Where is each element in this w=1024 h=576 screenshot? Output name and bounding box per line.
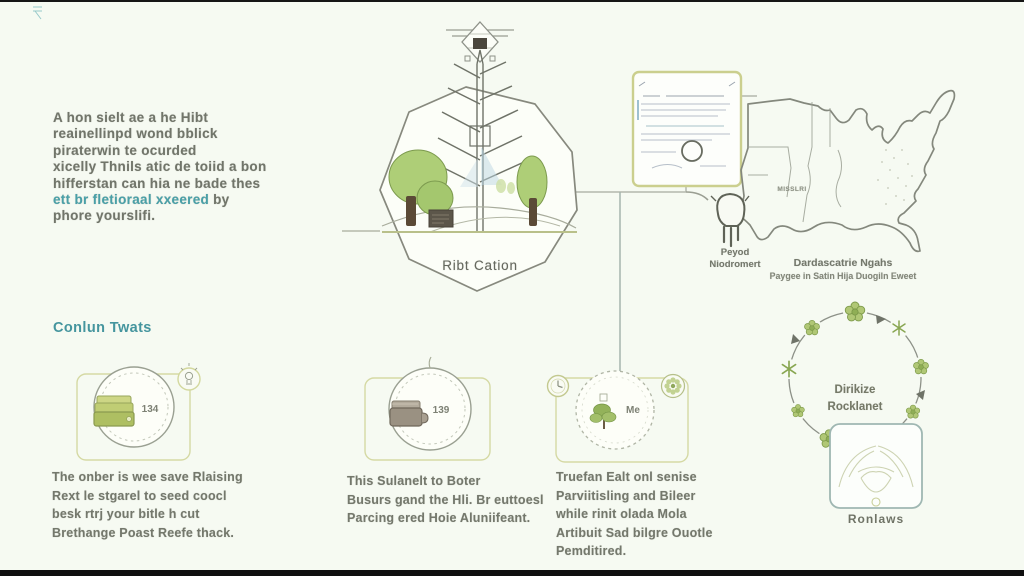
map-left-label-title: Peyod xyxy=(720,247,750,258)
tagged-region-icon xyxy=(710,192,750,248)
map-right-label-subtitle: Paygee in Satin Hija Duogiln Eweet xyxy=(769,271,917,281)
map-left-label-subtitle: Niodromert xyxy=(709,259,761,270)
section-heading: Conlun Twats xyxy=(53,320,152,336)
connector-lines xyxy=(342,29,757,371)
step-1-icon xyxy=(76,363,201,461)
intro-paragraph: A hon sielt ae a he Hibt reainellinpd wo… xyxy=(53,110,353,225)
step-1-value: 134 xyxy=(141,404,159,415)
seasonal-flowers-cycle-icon xyxy=(779,300,931,453)
tree-icon xyxy=(589,393,617,429)
intro-line-tail: by xyxy=(209,192,230,208)
step-2-value: 139 xyxy=(432,405,450,416)
ronlaws-label: Ronlaws xyxy=(847,512,905,526)
antenna-finial-icon xyxy=(461,21,499,63)
us-map-icon xyxy=(739,89,956,253)
intro-line: xicelly Thnils atic de toiid a bon xyxy=(53,159,267,175)
map-texture-dots xyxy=(877,149,913,205)
lightbulb-icon xyxy=(177,363,201,391)
text-line: while rinit olada Mola xyxy=(556,507,687,522)
tree-icon xyxy=(388,149,548,226)
step-3-description: Truefan Ealt onl senise Parviitisling an… xyxy=(556,468,776,561)
radio-tower-icon xyxy=(435,49,525,232)
certificate-document-icon xyxy=(631,70,743,188)
intro-line: piraterwin te ocurded xyxy=(53,142,197,158)
wallet-icon xyxy=(389,400,429,427)
intro-line: hifferstan can hia ne bade thes xyxy=(53,175,261,191)
text-line: Busurs gand the Hli. Br euttoesl xyxy=(347,492,544,507)
step-2-description: This Sulanelt to Boter Busurs gand the H… xyxy=(347,472,577,528)
corner-mark-icon xyxy=(33,6,42,20)
step-2-icon xyxy=(364,356,491,461)
sign-icon xyxy=(428,209,454,228)
intro-line: phore yourslifi. xyxy=(53,208,156,224)
text-line: Pemditired. xyxy=(556,544,627,559)
text-line: Parviitisling and Bileer xyxy=(556,488,696,503)
bottom-letterbox-bar xyxy=(0,570,1024,576)
sail-shapes xyxy=(460,148,502,187)
intro-highlight: ett br fletioraal xxeered xyxy=(53,192,210,208)
map-right-label-title: Dardascatrie Ngahs xyxy=(793,257,893,269)
map-state-label: MISSLRI xyxy=(777,186,807,193)
wings-emblem-icon xyxy=(829,423,923,509)
top-letterbox-bar xyxy=(0,0,1024,2)
radio-tower-landscape-icon xyxy=(379,49,578,292)
flower-icon xyxy=(660,373,686,399)
cycle-label-line1: Dirikize xyxy=(834,384,876,396)
intro-line: ett br fletioraal xxeered by xyxy=(53,192,353,208)
intro-line: A hon sielt ae a he Hibt xyxy=(53,110,209,125)
text-line: Parcing ered Hoie Aluniifeant. xyxy=(347,511,531,526)
step-3-icon xyxy=(546,370,689,463)
text-line: Truefan Ealt onl senise xyxy=(556,470,697,484)
cycle-label-line2: Rocklanet xyxy=(827,401,883,413)
clock-icon xyxy=(546,374,570,398)
text-line: This Sulanelt to Boter xyxy=(347,474,481,488)
text-line: Rext le stgarel to seed coocl xyxy=(52,488,227,503)
wallet-icon xyxy=(93,395,135,427)
text-line: Artibuit Sad bilgre Ouotle xyxy=(556,525,713,540)
text-line: besk rtrj your bitle h cut xyxy=(52,507,200,522)
hexagon-label: Ribt Cation xyxy=(442,258,518,273)
text-line: Brethange Poast Reefe thack. xyxy=(52,525,235,540)
intro-line: reainellinpd wond bblick xyxy=(53,126,218,142)
text-line: The onber is wee save Rlaising xyxy=(52,470,243,484)
step-1-description: The onber is wee save Rlaising Rext le s… xyxy=(52,468,282,542)
step-3-value: Me xyxy=(626,405,640,416)
